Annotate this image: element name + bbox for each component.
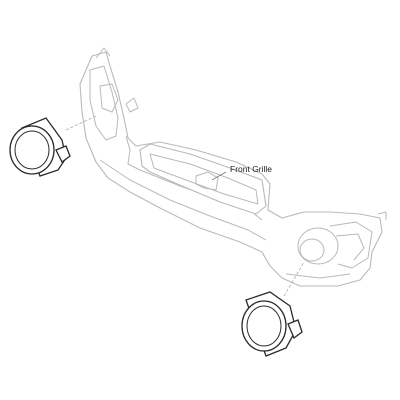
grille-insert-inner (149, 153, 259, 205)
right-fog-lamp-lens (241, 300, 287, 352)
right-fog-lamp-lens-rim (246, 305, 282, 347)
right-lower-edge (285, 273, 351, 279)
grille-insert (139, 143, 267, 215)
left-tab (95, 47, 111, 59)
grille-center-mount (195, 171, 219, 191)
right-fog-lamp (241, 291, 303, 357)
right-tab (377, 211, 387, 220)
right-fog-recess-outer (297, 227, 339, 265)
right-fog-bracket-inner (335, 233, 365, 261)
left-clip (125, 97, 139, 113)
left-fog-lamp-lens (9, 125, 55, 175)
left-fog-lamp-connector (55, 145, 71, 163)
right-lamp-leader (283, 261, 305, 297)
right-fog-bracket (329, 221, 373, 269)
front-bumper-assembly (79, 47, 387, 287)
front-grille-label: Front Grille (230, 164, 272, 174)
left-fog-lamp (9, 117, 71, 177)
bumper-lower-lip (99, 159, 267, 241)
left-mount-bracket (99, 83, 119, 113)
left-lamp-leader (65, 115, 97, 131)
right-fog-lamp-connector (287, 319, 303, 340)
left-fog-lamp-lens-rim (14, 130, 50, 170)
left-headlight-recess (89, 65, 119, 141)
front-grille-callout-line (211, 171, 227, 181)
right-fog-recess-inner (299, 238, 325, 262)
